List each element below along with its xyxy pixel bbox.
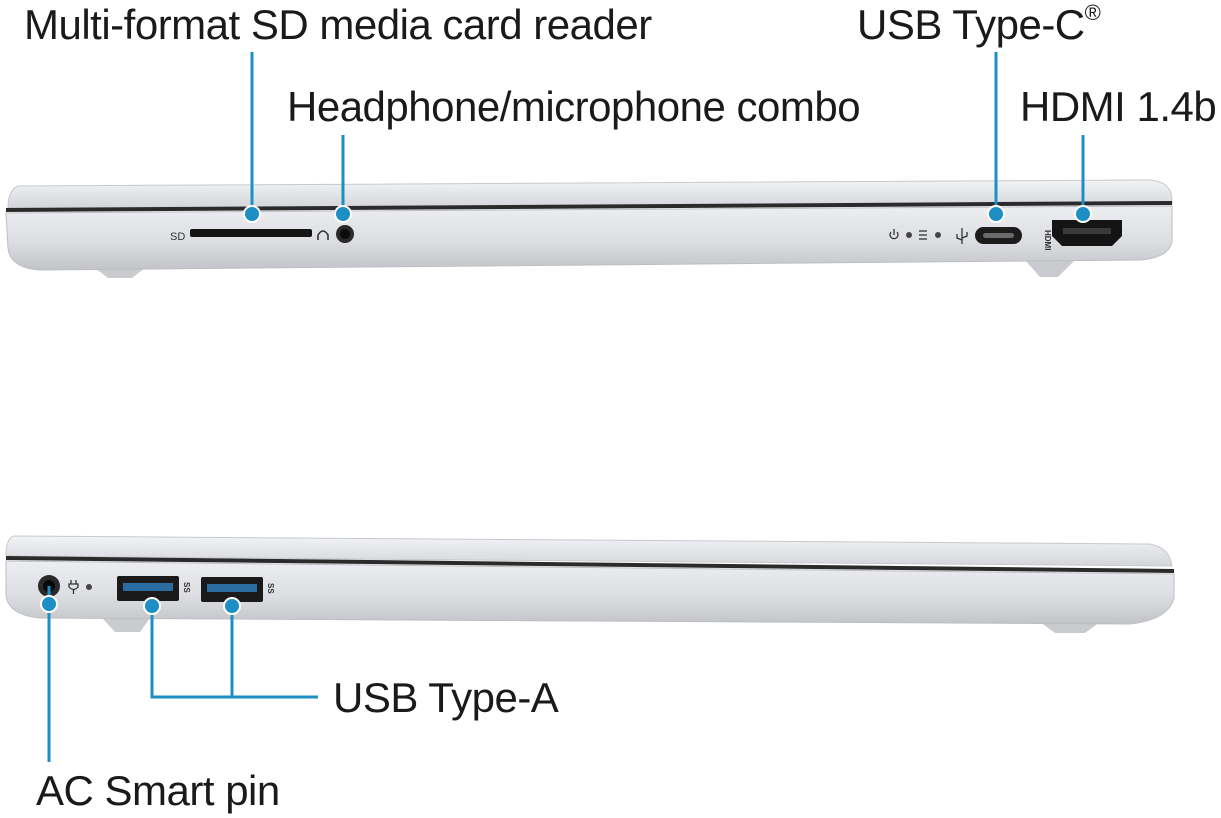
superspeed-marking: SS	[182, 582, 191, 593]
lid	[5, 535, 1173, 567]
laptop-right-side: SD HDMI	[5, 179, 1173, 278]
callout-dot	[1074, 205, 1092, 223]
leader-usb-a	[150, 606, 318, 699]
callout-hdmi-text: HDMI 1.4b	[1020, 83, 1217, 130]
callout-dot	[40, 595, 58, 613]
hdmi-marking: HDMI	[1043, 230, 1052, 250]
callout-dot	[243, 205, 261, 223]
charge-plug-icon	[68, 580, 79, 594]
callout-ac-pin: AC Smart pin	[36, 770, 280, 812]
callout-lines	[47, 52, 1085, 762]
status-led	[906, 232, 912, 238]
callout-usb-c: USB Type-C®	[857, 1, 1101, 48]
rubber-foot	[102, 618, 150, 632]
drive-activity-icon	[919, 230, 927, 240]
seam-line	[5, 201, 1173, 212]
power-led-icon	[889, 229, 899, 240]
superspeed-marking: SS	[266, 583, 275, 594]
base	[5, 205, 1173, 271]
charge-led	[86, 584, 92, 590]
status-led	[935, 232, 941, 238]
rubber-foot	[95, 268, 145, 278]
callout-ac-pin-text: AC Smart pin	[36, 767, 280, 814]
callout-headphone: Headphone/microphone combo	[287, 83, 861, 130]
callout-usb-a: USB Type-A	[333, 674, 559, 721]
callout-dot	[143, 597, 161, 615]
usb-symbol-icon	[956, 228, 968, 244]
callout-usb-a-text: USB Type-A	[333, 674, 559, 721]
sd-card-slot	[190, 229, 312, 237]
callout-usb-c-text: USB Type-C	[857, 1, 1085, 48]
lid	[7, 179, 1173, 209]
callout-sd-reader: Multi-format SD media card reader	[24, 4, 652, 46]
rubber-foot	[1025, 260, 1075, 277]
callout-dot	[334, 205, 352, 223]
seam-line	[5, 556, 1175, 573]
registered-mark: ®	[1084, 0, 1101, 25]
callout-sd-reader-text: Multi-format SD media card reader	[24, 1, 652, 48]
headphone-icon	[317, 230, 329, 240]
callout-hdmi: HDMI 1.4b	[1020, 83, 1217, 130]
callout-dot	[987, 205, 1005, 223]
callout-dots	[40, 205, 1092, 615]
sd-marking: SD	[170, 231, 185, 243]
rubber-foot	[1040, 622, 1100, 633]
callout-dot	[223, 597, 241, 615]
laptop-left-side: SS SS	[5, 535, 1175, 633]
base	[5, 560, 1175, 625]
callout-headphone-text: Headphone/microphone combo	[287, 83, 861, 130]
